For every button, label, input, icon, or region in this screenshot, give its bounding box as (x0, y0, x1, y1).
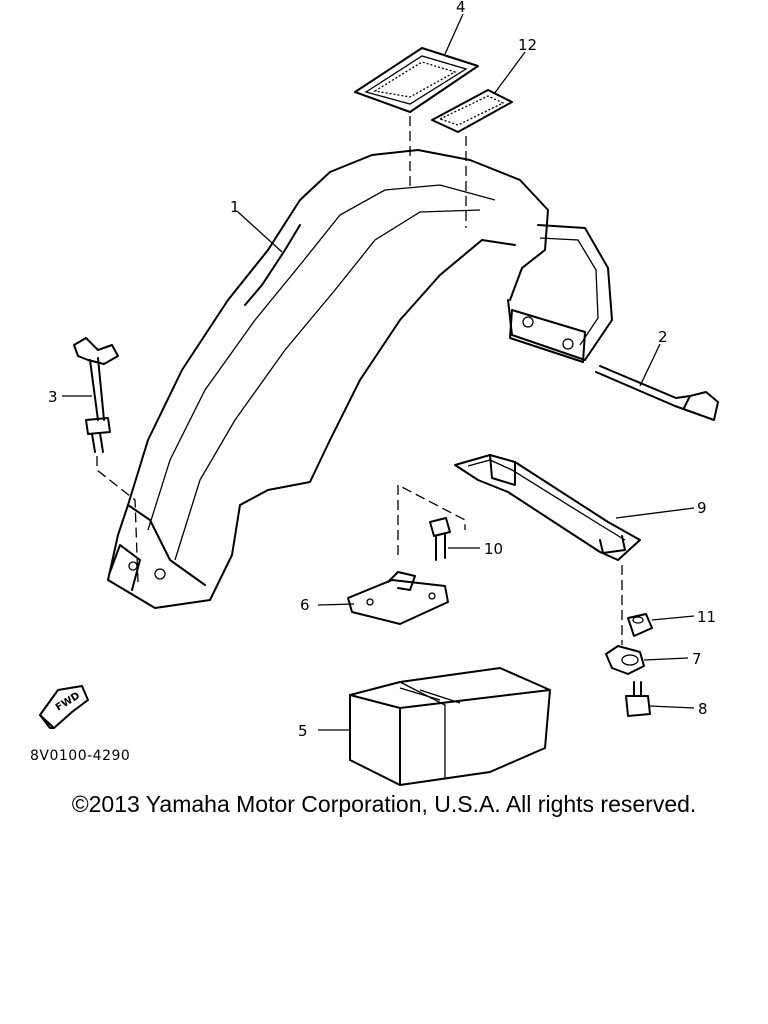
bolt-guide (96, 456, 139, 583)
part-9-strap (454, 454, 641, 561)
diagram-code: 8V0100-4290 (30, 748, 130, 764)
part-6-bracket (347, 571, 449, 625)
bracket-guide (397, 483, 466, 555)
part-8-bolt (625, 681, 651, 717)
part-5-box (349, 667, 551, 786)
callout-4: 4 (456, 0, 466, 16)
forward-arrow-icon: FWD (39, 685, 89, 729)
callout-7: 7 (692, 650, 702, 668)
part-4-decal (354, 47, 479, 113)
part-10-screw (429, 517, 451, 561)
part-2-rod (595, 365, 719, 421)
part-11-nut (627, 613, 653, 637)
callout-8: 8 (698, 700, 708, 718)
forward-arrow-label: FWD (54, 690, 82, 713)
callout-1: 1 (230, 198, 240, 216)
callout-5: 5 (298, 722, 308, 740)
callout-9: 9 (697, 499, 707, 517)
callout-11: 11 (697, 608, 716, 626)
callout-6: 6 (300, 596, 310, 614)
part-12-decal (431, 89, 513, 133)
leader-lines (62, 13, 695, 731)
part-1-rear-fender (107, 149, 613, 609)
callout-3: 3 (48, 388, 58, 406)
callout-10: 10 (484, 540, 503, 558)
part-3-bolt (73, 337, 119, 453)
callout-12: 12 (518, 36, 537, 54)
part-7-clip (605, 645, 645, 675)
callout-2: 2 (658, 328, 668, 346)
copyright-notice: ©2013 Yamaha Motor Corporation, U.S.A. A… (71, 791, 697, 817)
